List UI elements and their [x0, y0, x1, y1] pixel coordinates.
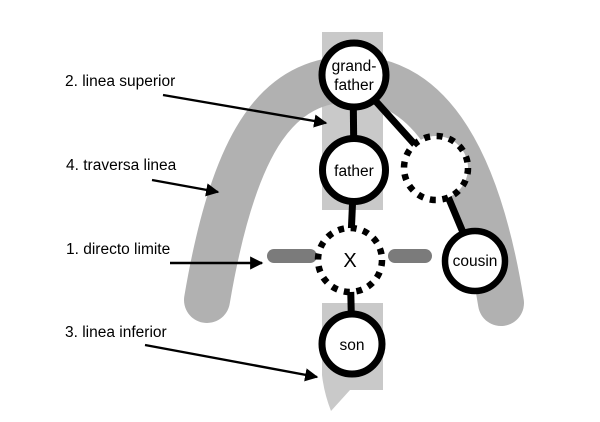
annotation-directo-limite: 1. directo limite	[66, 241, 170, 258]
node-unknown-dotted-circle	[400, 132, 472, 204]
node-cousin-circle	[441, 227, 509, 295]
arrow-linea-inferior	[144, 343, 319, 382]
node-grandfather-label-line2: father	[334, 77, 374, 94]
annotation-linea-inferior: 3. linea inferior	[65, 324, 167, 341]
annotation-traversa-linea: 4. traversa linea	[66, 157, 177, 174]
directo-limite-dash-left	[267, 249, 317, 263]
directo-limite-dash-right	[388, 249, 432, 263]
arrow-linea-superior	[162, 93, 328, 128]
node-cousin-label: cousin	[453, 253, 498, 270]
annotation-linea-superior: 2. linea superior	[65, 73, 175, 90]
node-grandfather-label-line1: grand-	[332, 58, 377, 75]
node-son-circle	[318, 310, 386, 378]
node-father-circle	[319, 135, 389, 205]
node-son-label: son	[340, 337, 365, 354]
node-x-dotted-circle	[314, 224, 386, 296]
node-grandfather-circle	[318, 39, 390, 111]
node-father-label: father	[334, 163, 374, 180]
arrow-traversa-linea	[151, 178, 220, 197]
node-x-label: X	[343, 250, 356, 272]
